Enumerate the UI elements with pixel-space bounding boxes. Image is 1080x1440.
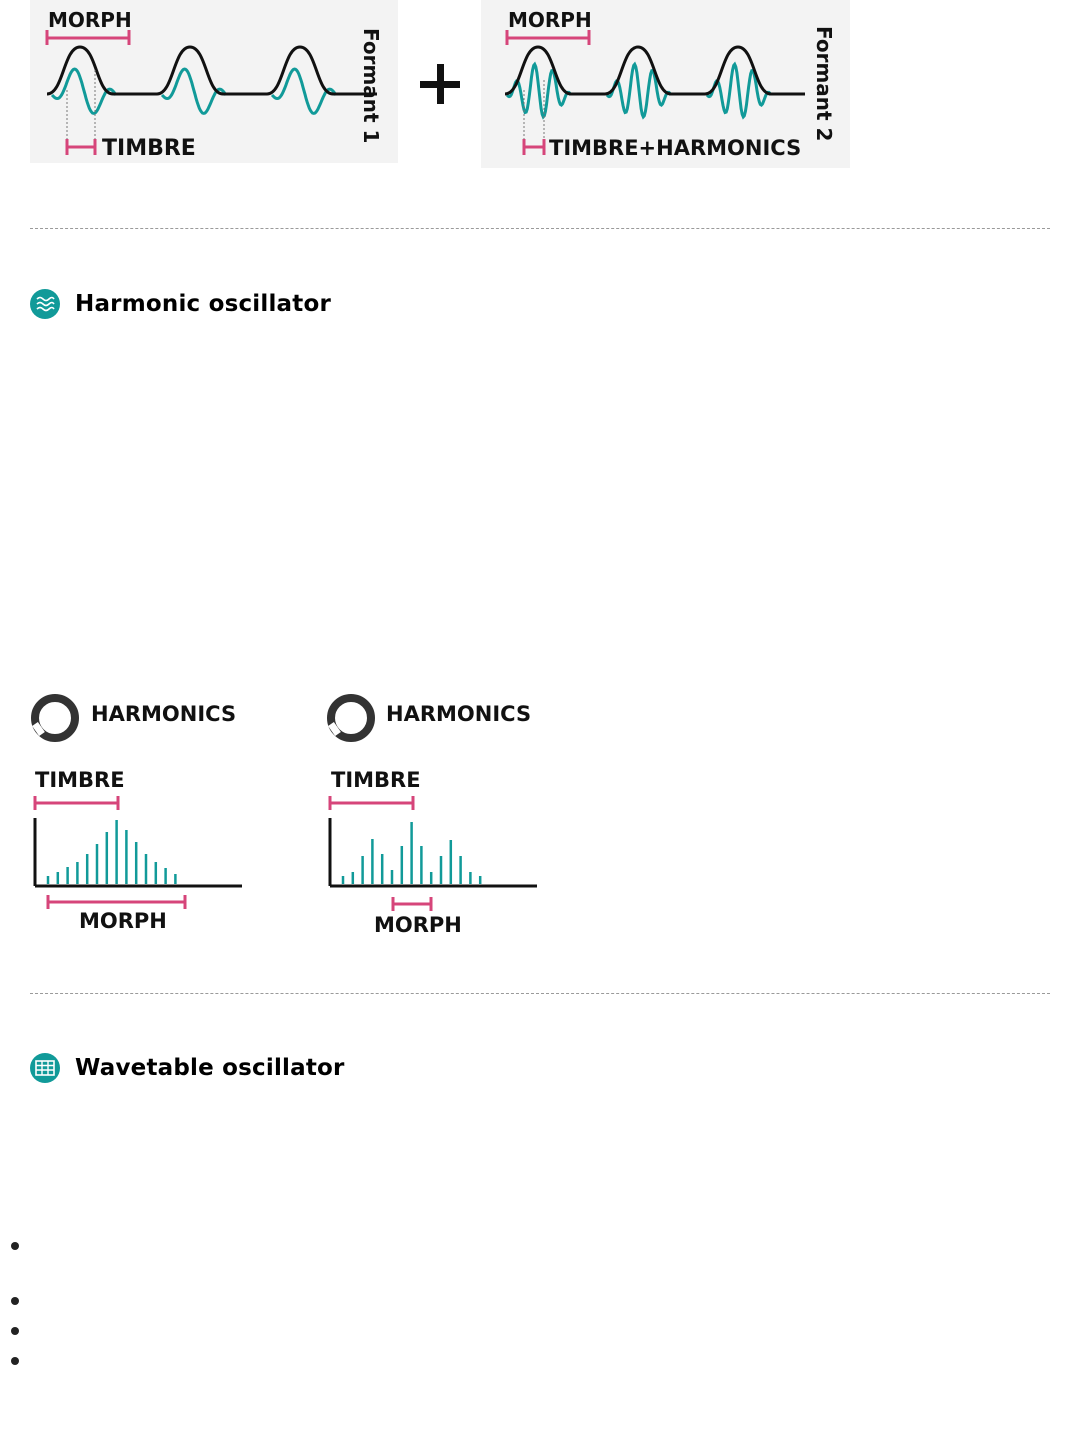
harmonics-diagram-left: HARMONICS TIMBRE MORPH <box>30 690 245 935</box>
list-bullet <box>11 1297 19 1305</box>
wave-lines-icon <box>30 289 60 319</box>
formant-1-svg: MORPH TIMBRE Formant 1 <box>45 8 383 161</box>
harmonics-label: HARMONICS <box>91 702 236 726</box>
morph-label: MORPH <box>508 8 592 32</box>
section-divider <box>30 993 1050 994</box>
morph-label: MORPH <box>48 8 132 32</box>
formant-2-svg: MORPH TIMBRE+HARMONICS Formant 2 <box>504 8 836 160</box>
grid-table-icon <box>30 1053 60 1083</box>
harmonics-right-svg: HARMONICS TIMBRE MORPH <box>327 694 537 937</box>
section-title: Wavetable oscillator <box>75 1055 345 1081</box>
timbre-label: TIMBRE <box>331 768 421 792</box>
timbre-label: TIMBRE <box>35 768 125 792</box>
formant-1-label: Formant 1 <box>359 28 383 143</box>
formant-2-diagram: MORPH TIMBRE+HARMONICS Formant 2 <box>481 0 850 168</box>
morph-label: MORPH <box>79 909 167 933</box>
list-bullet <box>11 1357 19 1365</box>
plus-sign <box>414 48 466 120</box>
section-harmonic-oscillator: Harmonic oscillator <box>30 289 331 319</box>
formant-1-diagram: MORPH TIMBRE Formant 1 <box>30 0 398 163</box>
timbre-label: TIMBRE <box>102 136 196 161</box>
harmonics-label: HARMONICS <box>386 702 531 726</box>
section-divider <box>30 228 1050 229</box>
list-bullet <box>11 1327 19 1335</box>
formant-2-label: Formant 2 <box>812 26 836 141</box>
morph-label: MORPH <box>374 913 462 937</box>
plus-icon <box>420 64 460 104</box>
harmonics-diagram-right: HARMONICS TIMBRE MORPH <box>325 690 540 940</box>
list-bullet <box>11 1242 19 1250</box>
harmonics-left-svg: HARMONICS TIMBRE MORPH <box>31 694 242 933</box>
timbre-harmonics-label: TIMBRE+HARMONICS <box>549 136 801 160</box>
section-wavetable-oscillator: Wavetable oscillator <box>30 1053 345 1083</box>
section-title: Harmonic oscillator <box>75 291 332 317</box>
